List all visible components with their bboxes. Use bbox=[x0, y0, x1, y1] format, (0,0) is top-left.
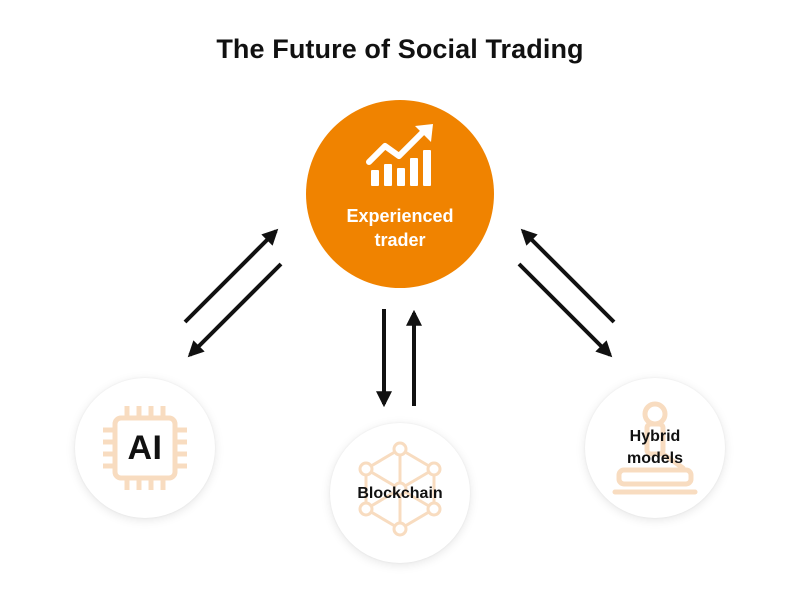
diagram-title: The Future of Social Trading bbox=[216, 34, 584, 64]
node-experienced-trader: Experienced trader bbox=[306, 100, 494, 288]
node-ai: AI bbox=[75, 378, 215, 518]
node-experienced-trader-label: Experienced trader bbox=[346, 206, 454, 250]
node-hybrid-models-label: Hybrid models bbox=[626, 428, 683, 467]
robot-arm-icon bbox=[612, 401, 698, 495]
arrow-hybrid-to-trader bbox=[520, 228, 616, 324]
bar-chart-trend-arrow-icon bbox=[366, 124, 433, 186]
node-blockchain-label: Blockchain bbox=[357, 485, 443, 502]
node-blockchain: Blockchain bbox=[330, 423, 470, 563]
arrow-trader-to-ai bbox=[187, 262, 283, 358]
network-cube-icon bbox=[358, 441, 442, 537]
node-ai-label: AI bbox=[127, 428, 163, 467]
arrow-ai-to-trader bbox=[183, 228, 279, 324]
arrow-trader-to-hybrid bbox=[517, 262, 613, 358]
node-hybrid-models: Hybrid models bbox=[585, 378, 725, 518]
cpu-chip-icon bbox=[103, 406, 187, 490]
